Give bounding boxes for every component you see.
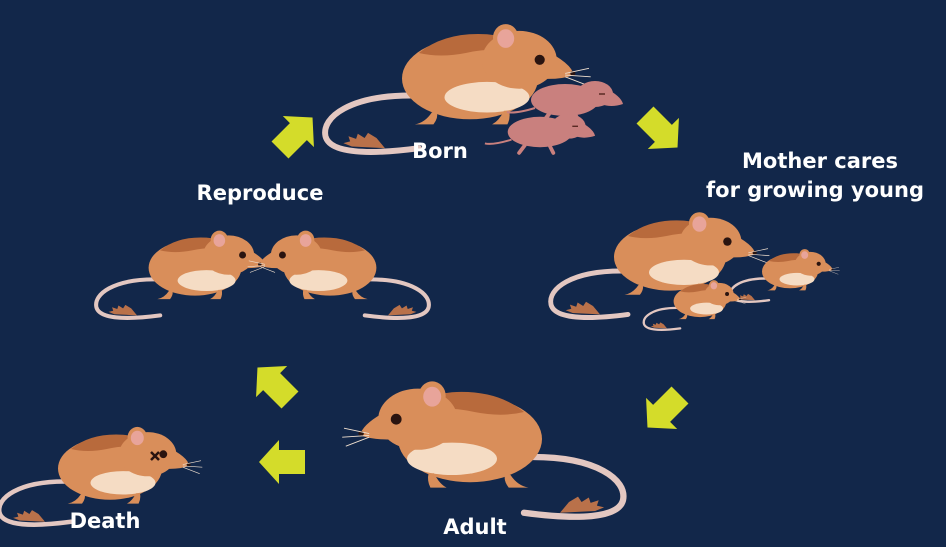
arrow-icon-born-to-mother	[629, 99, 693, 163]
stage-label-reproduce: Reproduce	[180, 180, 340, 206]
mouse-icon-caring-mother	[551, 212, 770, 317]
stage-label-death: Death	[60, 508, 150, 534]
mouse-icon-reproduce-left	[96, 231, 277, 318]
stage-label-mother-cares-2: for growing young	[690, 177, 940, 203]
mouse-icon-adult	[342, 381, 623, 516]
mouse-icon-young-1	[730, 249, 839, 302]
arrow-icon-death-to-reproduce	[242, 352, 306, 416]
stage-label-adult: Adult	[430, 514, 520, 540]
arrow-icon-adult-to-death	[259, 440, 305, 484]
stage-label-mother-cares-1: Mother cares	[700, 148, 940, 174]
stage-label-born: Born	[400, 138, 480, 164]
arrow-icon-mother-to-adult	[632, 379, 696, 443]
arrow-icon-reproduce-to-born	[264, 102, 328, 166]
mouse-icon-reproduce-right	[248, 231, 429, 318]
